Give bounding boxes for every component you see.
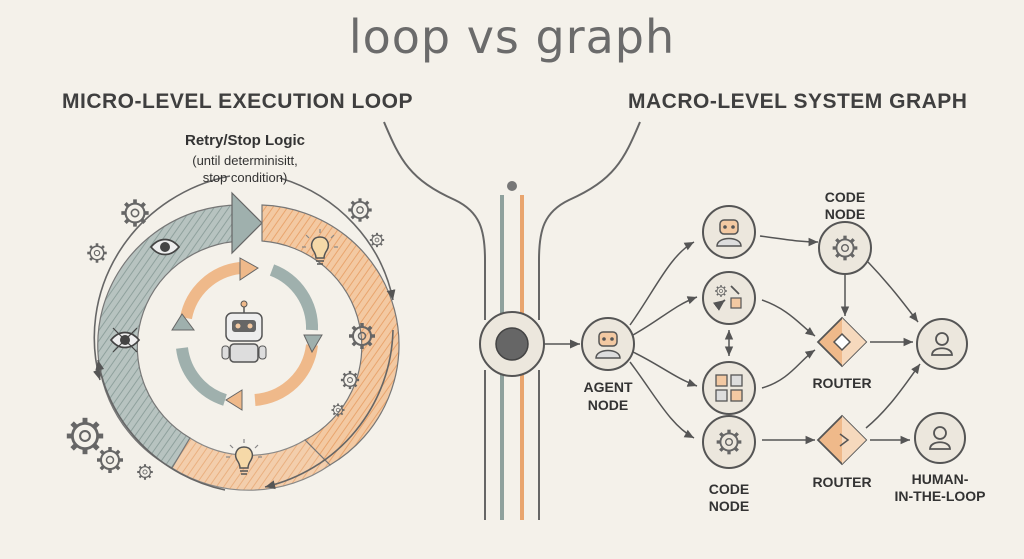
agent-node xyxy=(581,317,635,371)
router-label-1: ROUTER xyxy=(812,375,872,391)
gear-icon xyxy=(368,231,386,249)
grid-node xyxy=(702,361,756,415)
outer-loop xyxy=(93,175,400,491)
gear-icon xyxy=(346,196,374,224)
tools-node xyxy=(702,271,756,325)
inner-loop xyxy=(171,257,323,411)
robot-node xyxy=(702,205,756,259)
gear-icon xyxy=(136,463,154,481)
human-label-1: HUMAN- xyxy=(911,471,969,487)
human-label-2: IN-THE-LOOP xyxy=(894,488,986,504)
router-label-2: ROUTER xyxy=(812,474,872,490)
eye-icon xyxy=(149,238,181,256)
retry-stop-subtitle-line2: stop condition) xyxy=(202,170,288,185)
code-node-top-label-1: CODE xyxy=(824,189,866,205)
gear-icon xyxy=(67,418,103,454)
code-node-top xyxy=(818,221,872,275)
gear-icon xyxy=(119,197,151,229)
code-node-bottom-label-1: CODE xyxy=(708,481,750,497)
robot-icon xyxy=(221,300,267,363)
hub-node xyxy=(479,311,545,377)
gear-icon xyxy=(85,241,109,265)
gear-icon xyxy=(339,369,361,391)
router-node xyxy=(816,414,868,466)
gear-icon xyxy=(95,445,125,475)
code-node-bottom xyxy=(702,415,756,469)
retry-stop-title: Retry/Stop Logic xyxy=(184,132,305,149)
gear-icon xyxy=(330,402,346,418)
person-node xyxy=(916,318,968,370)
code-node-top-label-2: NODE xyxy=(824,206,866,222)
eye-icon xyxy=(109,327,141,353)
center-connector xyxy=(383,121,641,520)
micro-loop-heading: MICRO-LEVEL EXECUTION LOOP xyxy=(62,90,413,113)
agent-node-label-1: AGENT xyxy=(583,379,633,395)
macro-graph-heading: MACRO-LEVEL SYSTEM GRAPH xyxy=(628,90,968,113)
code-node-bottom-label-2: NODE xyxy=(708,498,750,514)
page-title: loop vs graph xyxy=(348,10,676,64)
retry-stop-subtitle-line1: (until determinisitt, xyxy=(192,153,298,168)
graph-edges xyxy=(629,235,921,445)
agent-node-label-2: NODE xyxy=(587,397,629,413)
router-node xyxy=(816,316,868,368)
human-in-the-loop-node xyxy=(914,412,966,464)
